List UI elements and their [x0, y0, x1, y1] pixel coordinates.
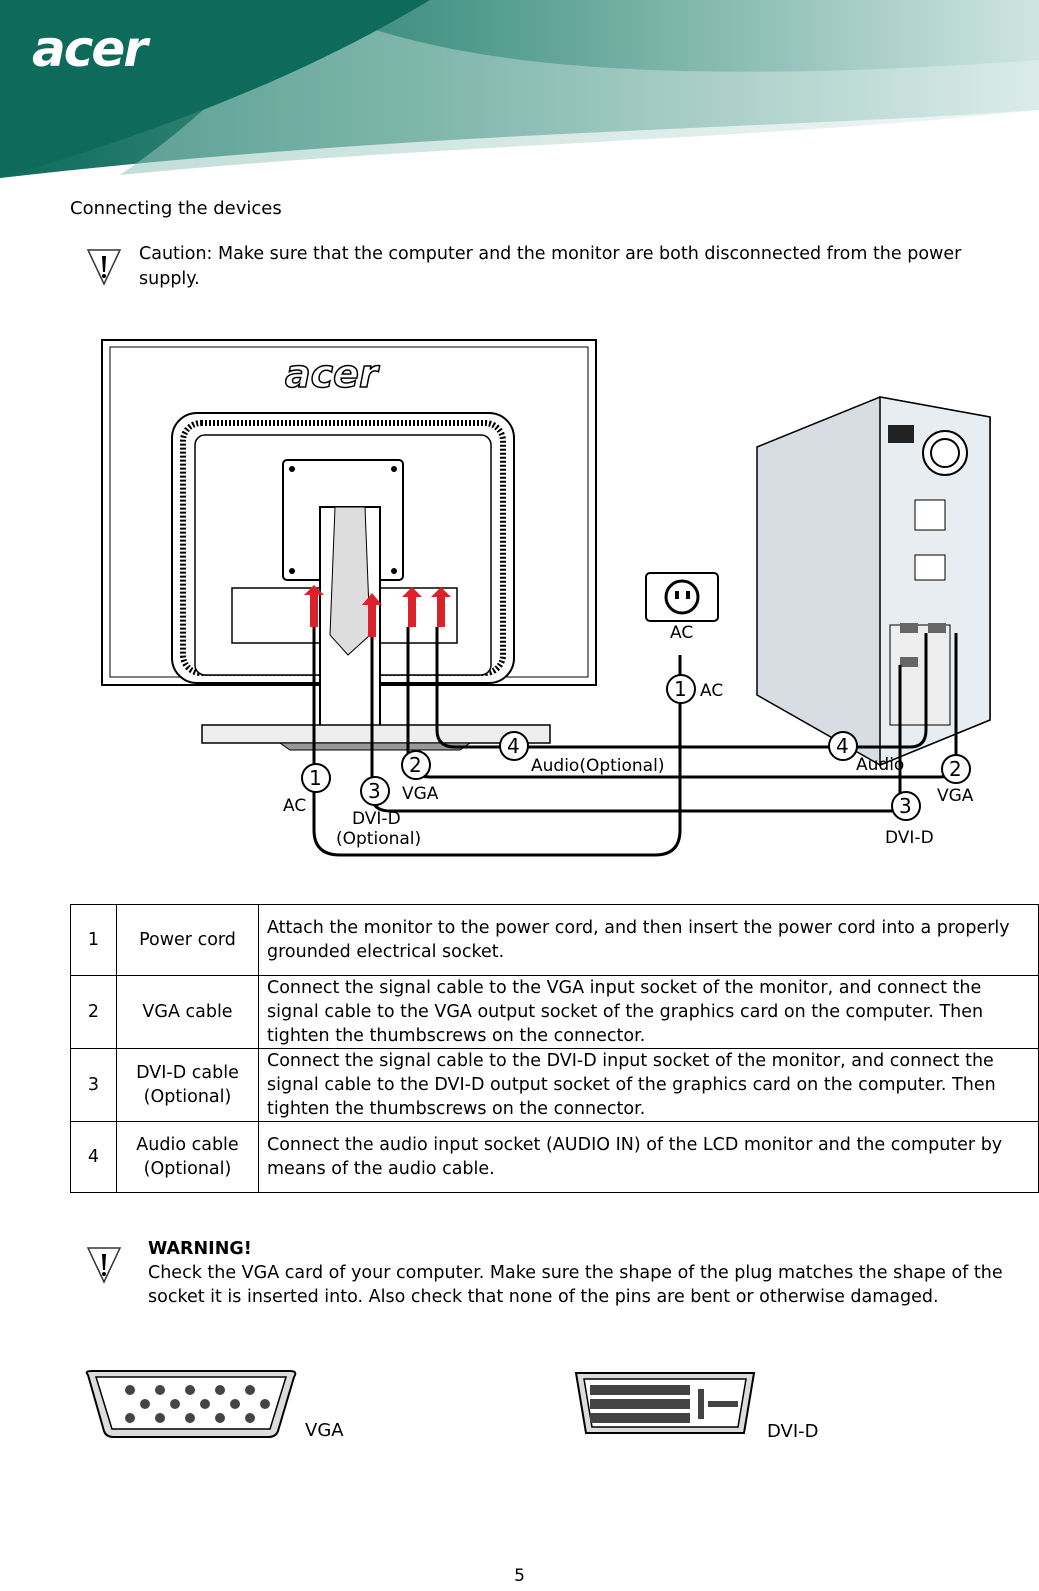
warning-icon [86, 1247, 122, 1284]
row-name: Power cord [116, 904, 259, 976]
audio-cable [435, 627, 928, 749]
row-name: Audio cable(Optional) [116, 1121, 259, 1193]
row-description: Connect the audio input socket (AUDIO IN… [258, 1121, 1039, 1193]
warning-text: Check the VGA card of your computer. Mak… [148, 1263, 1003, 1307]
row-description: Connect the signal cable to the VGA inpu… [258, 975, 1039, 1049]
svg-text:VGA: VGA [937, 786, 974, 806]
svg-text:2: 2 [949, 757, 962, 781]
svg-text:1: 1 [309, 766, 322, 790]
dvi-label: DVI-D [767, 1421, 819, 1442]
svg-text:3: 3 [368, 779, 381, 803]
svg-text:4: 4 [836, 734, 849, 758]
section-title: Connecting the devices [70, 198, 282, 219]
header-banner: acer [0, 0, 1039, 178]
row-description: Attach the monitor to the power cord, an… [258, 904, 1039, 976]
table-row: 3 DVI-D cable(Optional) Connect the sign… [70, 1048, 1039, 1122]
caution-note: Caution: Make sure that the computer and… [139, 242, 1019, 292]
caution-icon [86, 249, 122, 286]
table-row: 2 VGA cable Connect the signal cable to … [70, 975, 1039, 1049]
svg-text:Audio(Optional): Audio(Optional) [531, 756, 664, 776]
connection-diagram: acer AC 1 2 3 4 1 4 2 3 AC [101, 339, 991, 857]
svg-text:VGA: VGA [402, 784, 439, 804]
svg-text:DVI-D: DVI-D [885, 828, 934, 848]
power-cable [312, 627, 682, 857]
svg-text:1: 1 [674, 677, 687, 701]
table-row: 1 Power cord Attach the monitor to the p… [70, 904, 1039, 976]
row-number: 2 [70, 975, 117, 1049]
svg-text:4: 4 [507, 734, 520, 758]
dvi-connector-image [574, 1372, 756, 1434]
page-number: 5 [514, 1566, 525, 1586]
row-number: 4 [70, 1121, 117, 1193]
connection-table: 1 Power cord Attach the monitor to the p… [70, 904, 1039, 1193]
table-row: 4 Audio cable(Optional) Connect the audi… [70, 1121, 1039, 1193]
row-description: Connect the signal cable to the DVI-D in… [258, 1048, 1039, 1122]
svg-text:(Optional): (Optional) [336, 829, 421, 849]
caution-message: Make sure that the computer and the moni… [139, 244, 962, 289]
caution-label: Caution: [139, 244, 213, 264]
row-number: 1 [70, 904, 117, 976]
svg-text:AC: AC [700, 681, 723, 701]
svg-text:2: 2 [409, 753, 422, 777]
svg-text:AC: AC [670, 623, 693, 643]
row-number: 3 [70, 1048, 117, 1122]
vga-label: VGA [305, 1420, 344, 1441]
acer-logo: acer [32, 20, 151, 78]
svg-text:AC: AC [283, 796, 306, 816]
svg-text:Audio: Audio [856, 755, 904, 775]
svg-text:3: 3 [899, 794, 912, 818]
warning-note: WARNING! Check the VGA card of your comp… [148, 1237, 1028, 1309]
vga-connector-image [85, 1370, 297, 1438]
row-name: DVI-D cable(Optional) [116, 1048, 259, 1122]
warning-title: WARNING! [148, 1239, 252, 1259]
row-name: VGA cable [116, 975, 259, 1049]
svg-text:DVI-D: DVI-D [352, 809, 401, 829]
monitor-logo: acer [285, 352, 380, 396]
